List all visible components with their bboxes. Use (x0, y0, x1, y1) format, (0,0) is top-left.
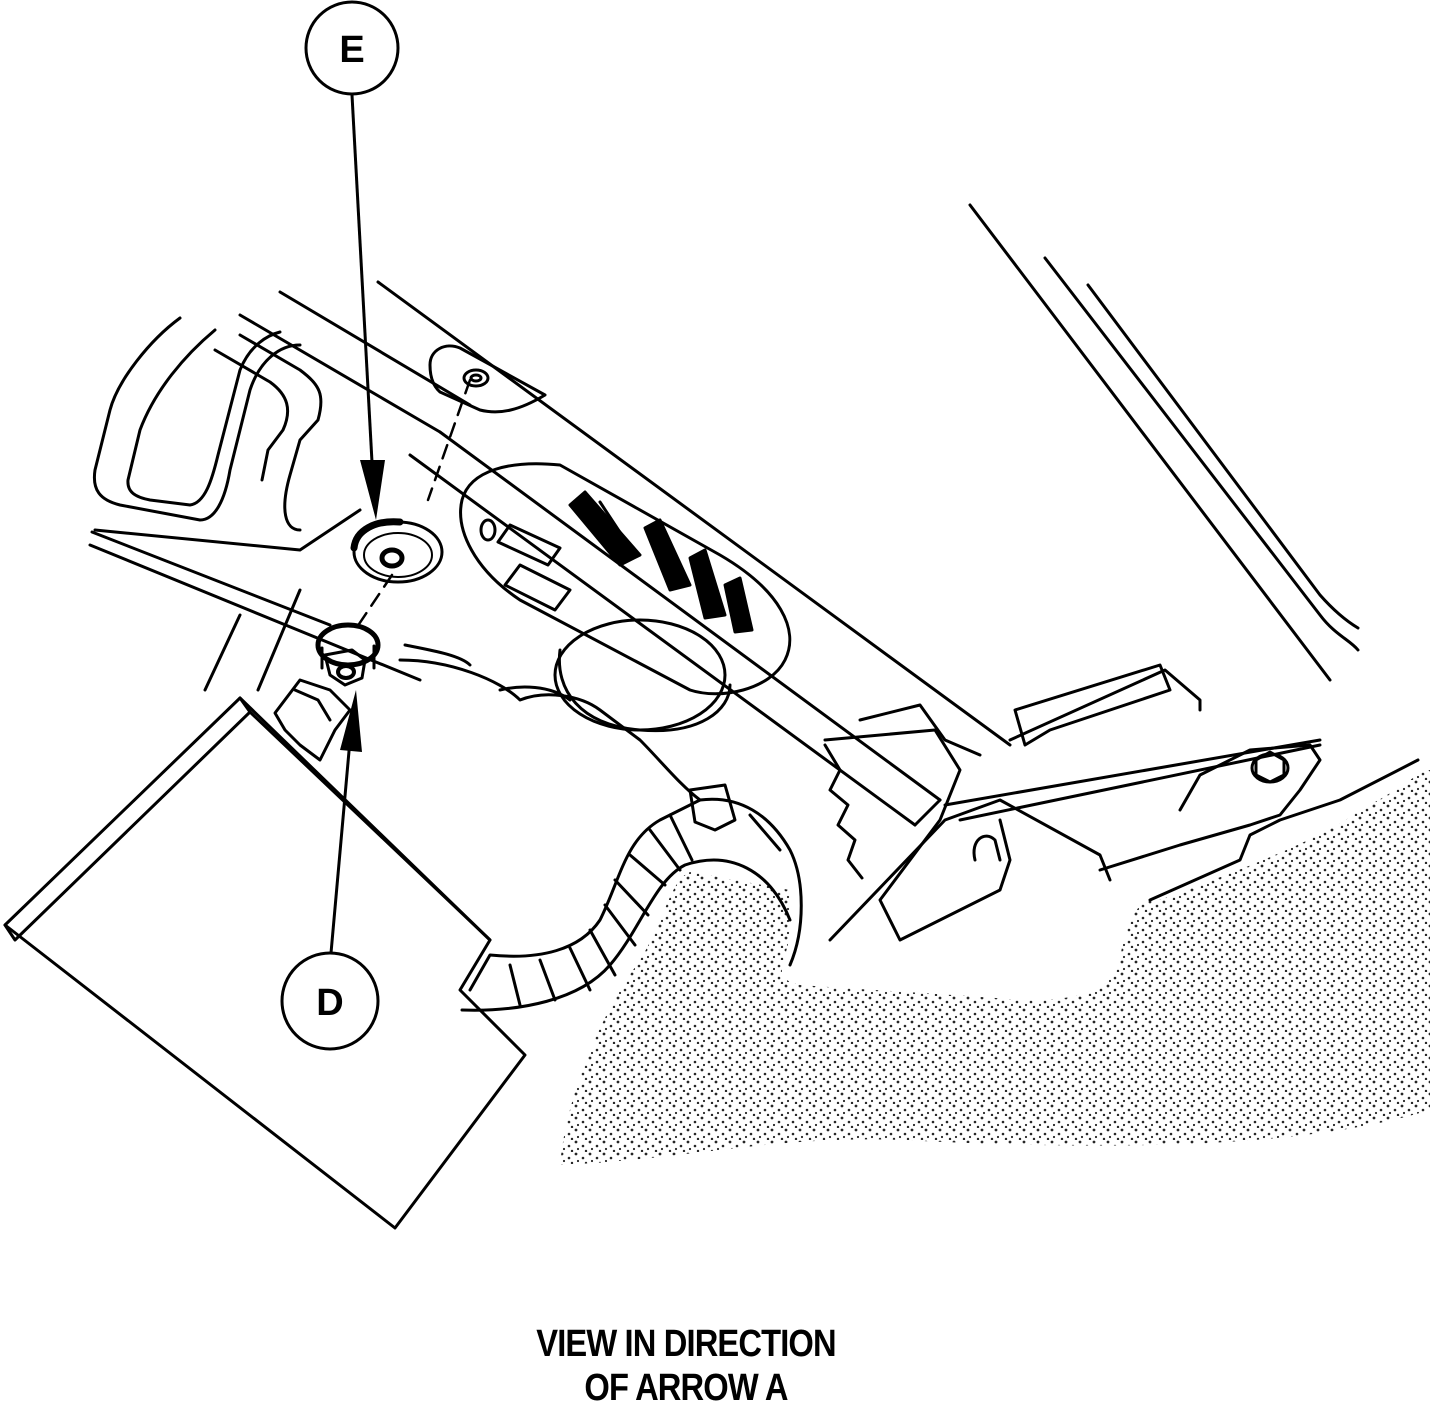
callout-e-leader (350, 94, 374, 463)
callout-e-label: E (339, 29, 364, 71)
rail-upper-left (238, 313, 442, 434)
blower-slot-4 (643, 518, 692, 592)
blower-slot-7 (598, 500, 627, 542)
panel-line-h (93, 508, 362, 552)
control-unit-box-edge (3, 710, 252, 942)
frame-rail-lower (438, 430, 942, 802)
harness-upper (398, 658, 702, 802)
rail-upper-left-2 (278, 290, 472, 407)
blower-slot-5 (688, 548, 727, 620)
alignment-line-lower (353, 573, 394, 632)
washer-e-rim (350, 518, 404, 552)
wire-harness (468, 797, 803, 992)
right-bracket-teeth (823, 743, 864, 880)
wire-harness-bands (508, 813, 782, 1007)
nut-d-side (320, 644, 376, 670)
panel-line-vert (203, 613, 242, 692)
blower-slot-1 (503, 563, 572, 612)
upper-bracket-hole (462, 368, 490, 388)
alignment-line-upper (426, 378, 472, 502)
wire-connector (688, 783, 737, 832)
figure-caption: VIEW IN DIRECTION OF ARROW A (96, 1322, 1276, 1410)
upper-bracket (428, 344, 547, 414)
panel-line-h2 (88, 543, 422, 682)
washer-e-inner (363, 532, 433, 578)
callout-d-circle (280, 951, 380, 1051)
callout-d: D (280, 690, 380, 1051)
right-bracket-arm (828, 798, 1112, 942)
nut-d-hole (336, 664, 356, 680)
right-bracket-arm-4 (1008, 668, 1202, 742)
blower-slot-2 (496, 523, 562, 567)
panel-line-vert2 (256, 588, 302, 692)
harness-upper-2 (403, 643, 572, 702)
control-unit-box (3, 696, 527, 1230)
cowl-edge-mid (1043, 256, 1360, 652)
control-unit-box-top (238, 696, 492, 942)
cowl-edge-inner (1086, 283, 1360, 630)
nut-d-hex (323, 648, 367, 687)
callout-e: E (304, 0, 400, 520)
control-unit-bracket-2 (293, 688, 332, 722)
right-bracket-plate-2 (1098, 743, 1322, 872)
right-bracket-plate (823, 728, 1012, 942)
floor-stipple (560, 770, 1430, 1165)
panel-step-2 (213, 348, 290, 482)
caption-line-2: OF ARROW A (584, 1367, 788, 1409)
wire-harness-2 (460, 858, 792, 1012)
panel-step (238, 333, 323, 532)
rail-cap (913, 798, 942, 827)
panel-contour-outer (92, 316, 302, 522)
right-rail-cross (858, 703, 982, 757)
control-unit-bracket (273, 678, 352, 762)
upper-bracket-hole-inner (469, 373, 483, 383)
motor-cap-body (557, 648, 732, 733)
callout-e-arrowhead (360, 460, 385, 520)
right-bolt-hex (1254, 750, 1286, 784)
callout-e-circle (304, 0, 400, 96)
motor-cap (553, 618, 727, 732)
caption-line-1: VIEW IN DIRECTION (536, 1323, 836, 1365)
blower-hole (479, 518, 497, 542)
panel-line-h3 (90, 530, 332, 627)
frame-rail-top (376, 280, 1012, 747)
blower-slot-6 (723, 576, 754, 634)
callout-d-leader (329, 739, 352, 954)
callout-d-arrowhead (340, 690, 362, 752)
washer-e-hole (379, 547, 405, 569)
right-bracket-tab (1013, 663, 1172, 747)
callout-d-label: D (316, 982, 343, 1024)
frame-rail-bottom (408, 453, 917, 827)
blower-housing (459, 462, 792, 696)
panel-contour-inner (126, 328, 282, 507)
cowl-edge-outer (968, 203, 1332, 682)
right-hook (972, 834, 1002, 862)
right-lower-edge (1148, 758, 1420, 902)
